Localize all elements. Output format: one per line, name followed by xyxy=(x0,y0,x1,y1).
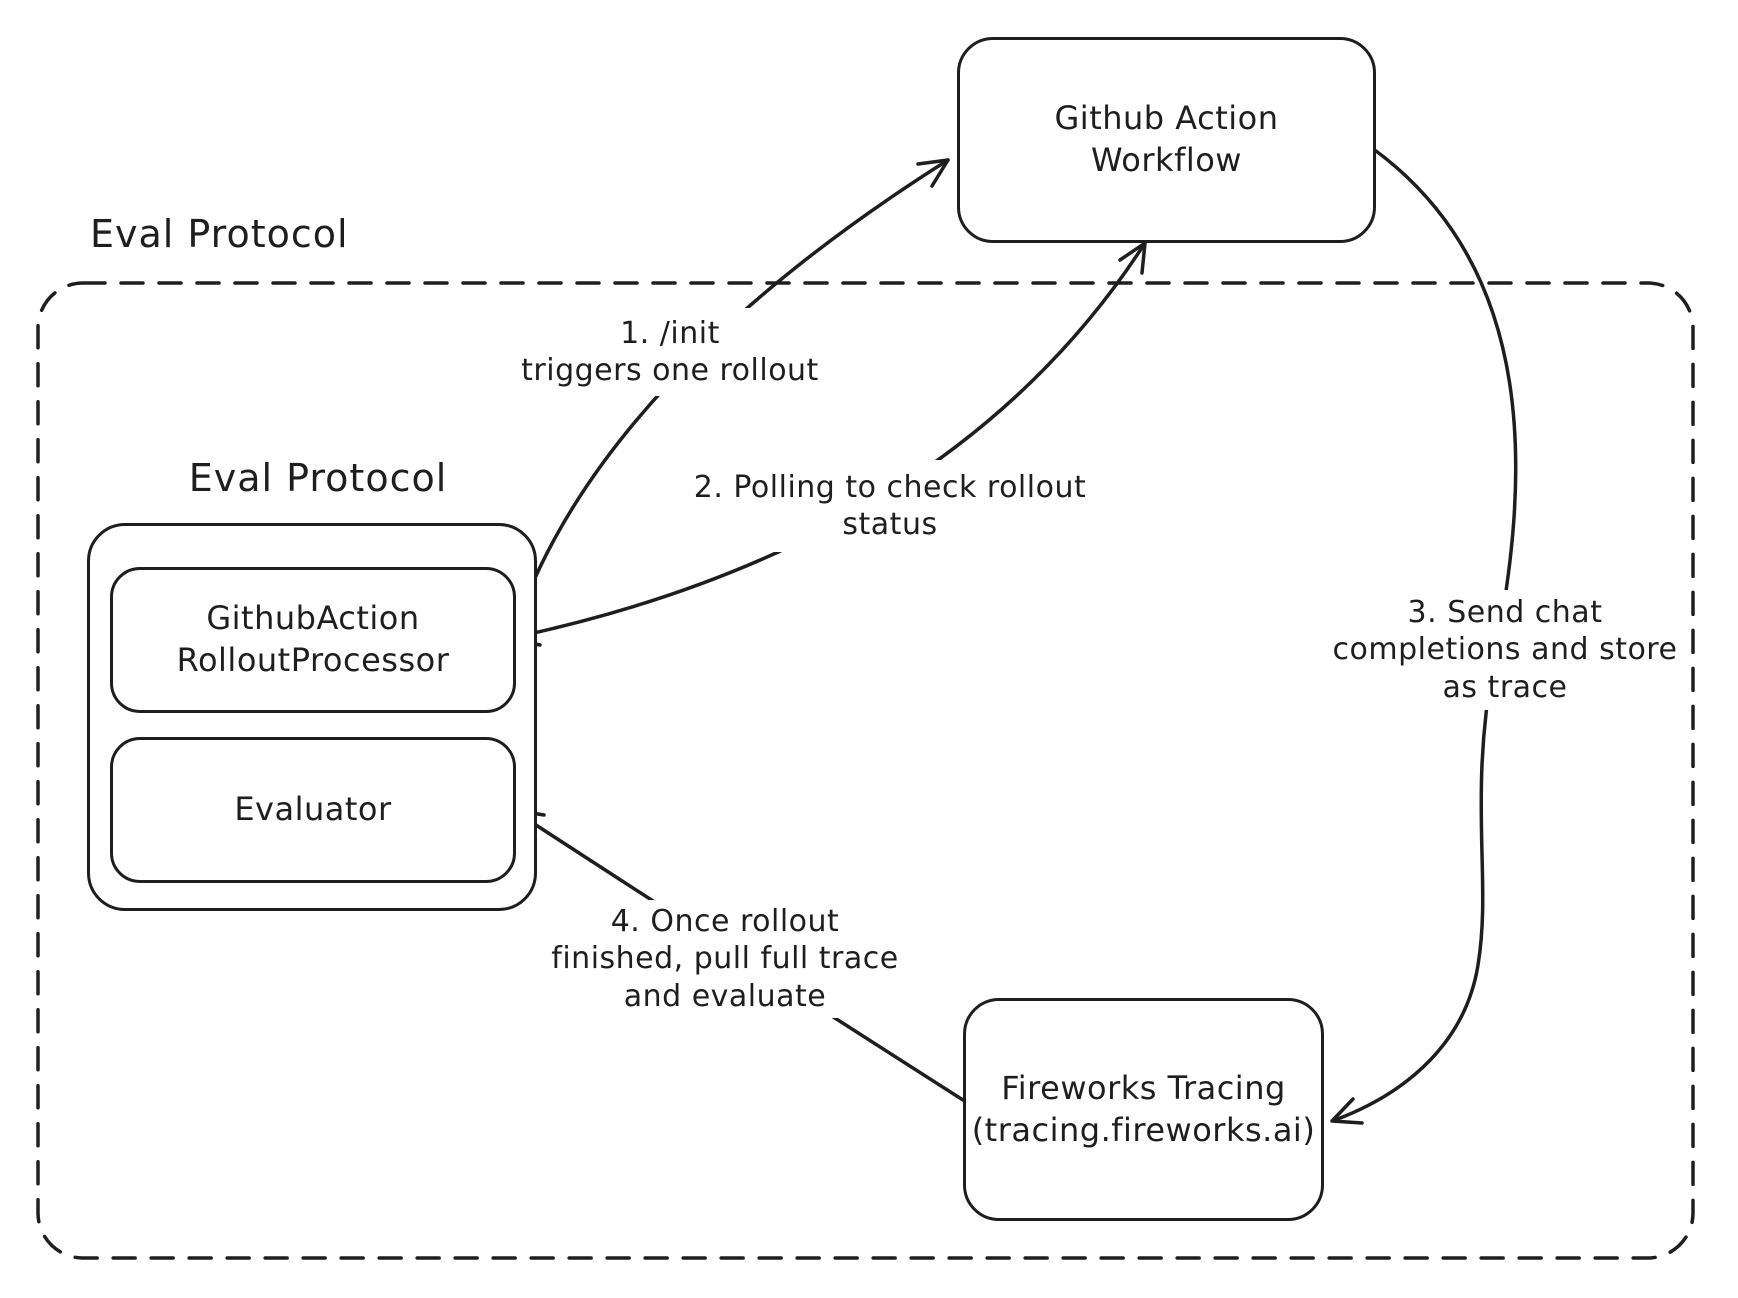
arrow-label-trace: 3. Send chat completions and store as tr… xyxy=(1333,590,1677,710)
arrow-label-evaluate-line1: 4. Once rollout xyxy=(610,904,840,940)
node-github-action-workflow: Github Action Workflow xyxy=(957,37,1376,243)
node-evaluator-line1: Evaluator xyxy=(234,790,392,829)
node-github-action-workflow-line2: Workflow xyxy=(1091,141,1242,179)
node-fireworks-tracing-line1: Fireworks Tracing xyxy=(1001,1068,1286,1107)
node-fireworks-tracing: Fireworks Tracing (tracing.fireworks.ai) xyxy=(963,998,1324,1221)
arrow-polling-line xyxy=(509,241,1147,640)
eval-protocol-outer-label: Eval Protocol xyxy=(90,212,349,256)
arrow-label-init-line2: triggers one rollout xyxy=(521,353,819,388)
arrowhead-trace xyxy=(1330,1097,1364,1125)
arrow-label-trace-line2: completions and store xyxy=(1332,632,1678,668)
eval-protocol-dashed-boundary xyxy=(36,281,1695,1260)
arrow-trace-line xyxy=(1333,146,1518,1122)
node-rollout-processor-line1: GithubAction xyxy=(206,599,420,638)
arrow-label-evaluate-line2: finished, pull full trace xyxy=(551,941,899,977)
arrow-label-polling: 2. Polling to check rollout status xyxy=(690,460,1090,552)
node-rollout-processor-line2: RolloutProcessor xyxy=(176,641,450,679)
node-evaluator: Evaluator xyxy=(110,737,516,883)
arrow-label-trace-line1: 3. Send chat xyxy=(1407,595,1603,631)
arrow-label-trace-line3: as trace xyxy=(1442,669,1568,705)
arrow-label-evaluate-line3: and evaluate xyxy=(623,978,827,1014)
arrowhead-polling-workflow-end xyxy=(1118,241,1147,275)
node-fireworks-tracing-line2: (tracing.fireworks.ai) xyxy=(971,1110,1316,1149)
node-rollout-processor: GithubAction RolloutProcessor xyxy=(110,567,516,713)
arrow-label-evaluate: 4. Once rollout finished, pull full trac… xyxy=(545,900,905,1018)
eval-protocol-inner-label: Eval Protocol xyxy=(188,456,448,500)
arrow-label-polling-line1: 2. Polling to check rollout xyxy=(693,469,1087,505)
arrow-label-init-line1: 1. /init xyxy=(620,315,720,351)
arrowhead-init xyxy=(916,158,950,188)
arrow-label-polling-line2: status xyxy=(842,507,938,542)
node-github-action-workflow-line1: Github Action xyxy=(1054,99,1279,138)
arrow-label-init: 1. /init triggers one rollout xyxy=(510,308,830,396)
